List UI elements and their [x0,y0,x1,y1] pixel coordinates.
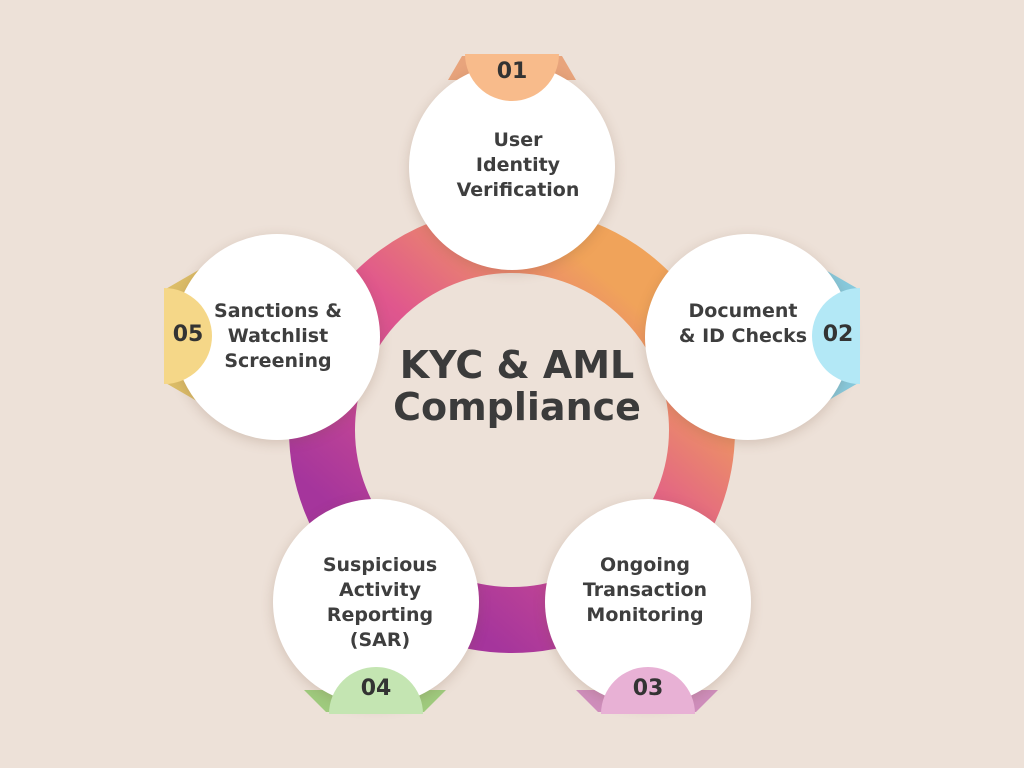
tab-badge-3 [601,667,695,714]
step-label-2: Document & ID Checks [678,300,808,347]
tab-badge-5 [164,288,212,384]
step-number-5: 05 [172,322,204,347]
step-number-2: 02 [822,322,854,347]
step-label-3: Ongoing Transaction Monitoring [582,554,708,626]
step-label-1: User Identity Verification [456,129,580,201]
step-number-3: 03 [632,676,664,701]
step-label-5: Sanctions & Watchlist Screening [214,300,342,372]
step-number-4: 04 [360,676,392,701]
step-label-4: Suspicious Activity Reporting (SAR) [322,554,438,651]
tab-badge-2 [812,288,860,384]
tab-badge-4 [329,667,423,714]
diagram-title: KYC & AML Compliance [393,343,641,429]
step-number-1: 01 [496,59,528,84]
tab-badge-1 [465,54,559,101]
